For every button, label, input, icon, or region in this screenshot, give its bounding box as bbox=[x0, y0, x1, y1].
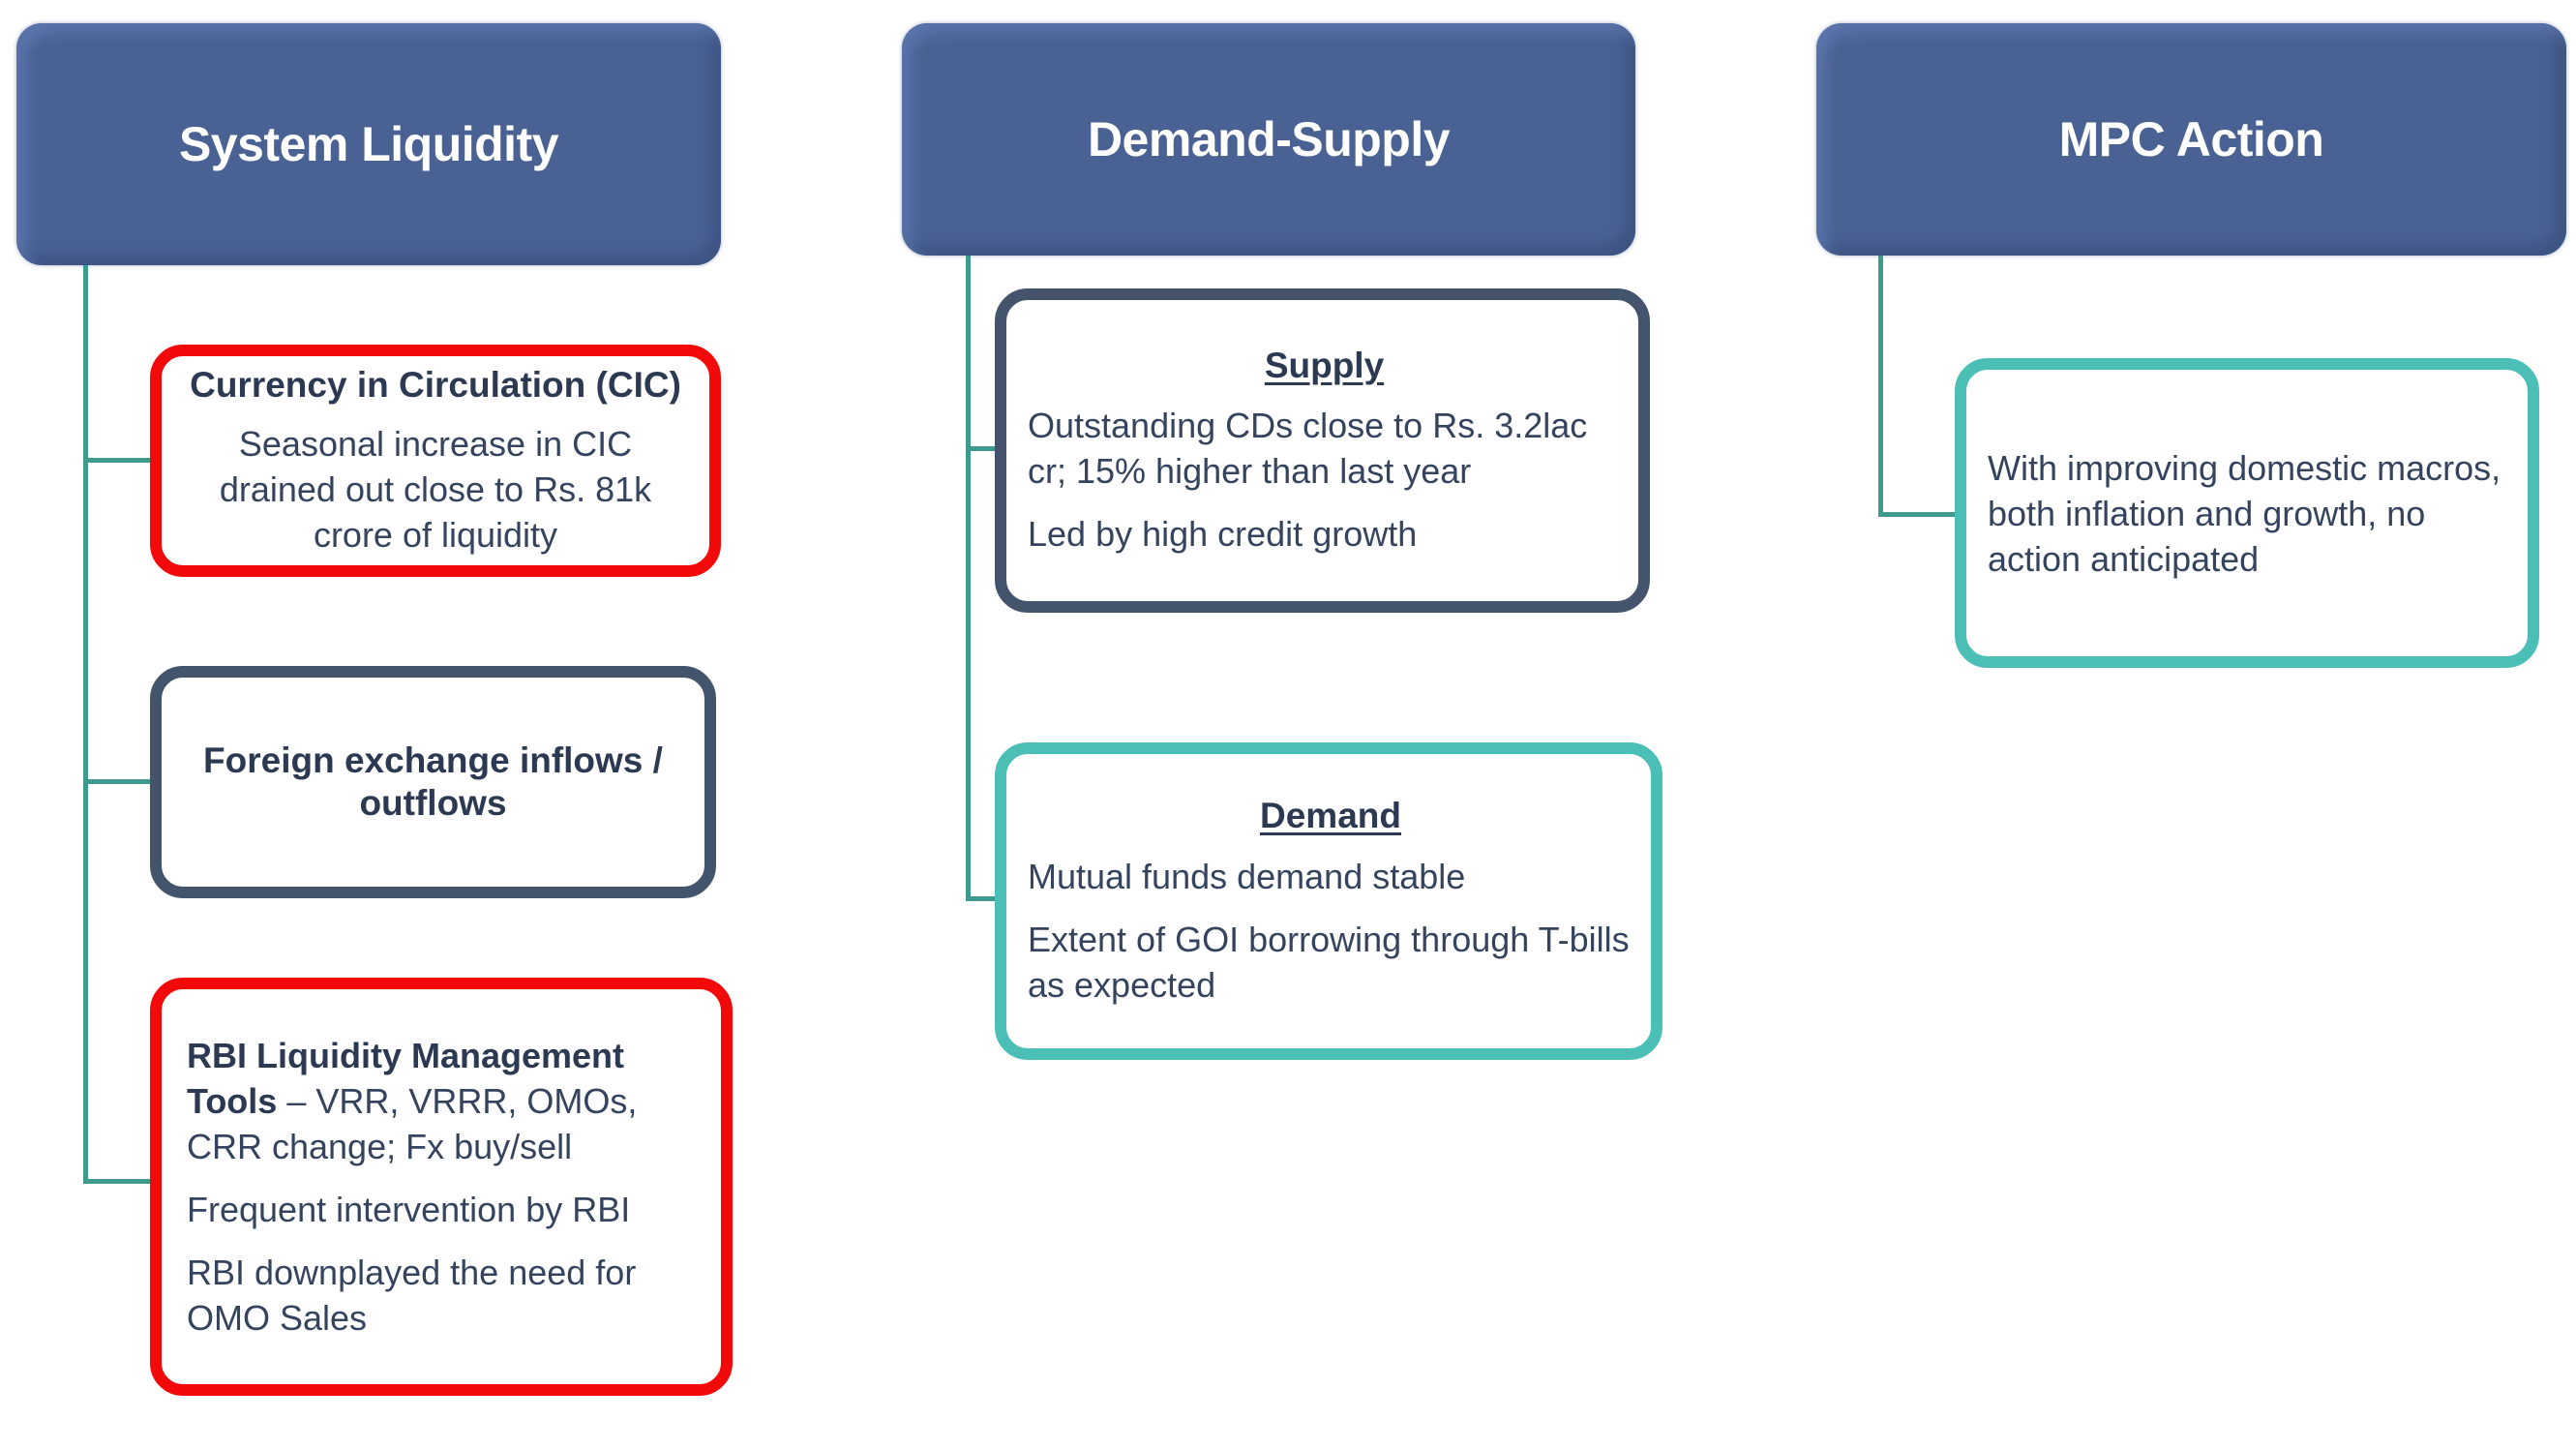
box-title: Demand bbox=[1260, 796, 1401, 836]
lead-rest-text: – VRR, VRRR, OMOs, CRR change; Fx buy/se… bbox=[187, 1081, 638, 1166]
box-paragraph: Extent of GOI borrowing through T-bills … bbox=[1028, 919, 1630, 1005]
connector-branch-fx bbox=[83, 779, 153, 784]
connector-branch-mpc bbox=[1878, 512, 1958, 517]
connector-branch-demand bbox=[966, 896, 997, 901]
connector-branch-supply bbox=[966, 446, 997, 451]
box-currency-in-circulation: Currency in Circulation (CIC) Seasonal i… bbox=[150, 345, 721, 577]
box-paragraph: Mutual funds demand stable bbox=[1028, 856, 1466, 896]
box-paragraph: Led by high credit growth bbox=[1028, 514, 1418, 555]
box-mpc-outlook: With improving domestic macros, both inf… bbox=[1955, 358, 2539, 668]
header-title: System Liquidity bbox=[178, 117, 559, 171]
box-paragraph: With improving domestic macros, both inf… bbox=[1988, 447, 2501, 579]
box-paragraph: Seasonal increase in CIC drained out clo… bbox=[219, 423, 652, 555]
header-system-liquidity: System Liquidity bbox=[16, 23, 721, 265]
box-title: Supply bbox=[1264, 345, 1385, 385]
connector-vertical-mpc-action bbox=[1878, 256, 1883, 517]
box-paragraph-lead: RBI Liquidity Management Tools – VRR, VR… bbox=[187, 1033, 702, 1169]
box-demand: Demand Mutual funds demand stable Extent… bbox=[995, 742, 1662, 1060]
header-mpc-action: MPC Action bbox=[1816, 23, 2566, 256]
connector-branch-rbi-tools bbox=[83, 1179, 153, 1184]
connector-vertical-demand-supply bbox=[966, 256, 971, 901]
header-title: Demand-Supply bbox=[1087, 112, 1451, 166]
box-title: Currency in Circulation (CIC) bbox=[190, 365, 681, 406]
connector-vertical-system-liquidity bbox=[83, 265, 88, 1184]
header-title: MPC Action bbox=[2058, 112, 2324, 166]
connector-branch-cic bbox=[83, 458, 153, 463]
box-paragraph: Frequent intervention by RBI bbox=[187, 1190, 631, 1229]
box-paragraph: RBI downplayed the need for OMO Sales bbox=[187, 1253, 637, 1338]
box-paragraph: Outstanding CDs close to Rs. 3.2lac cr; … bbox=[1028, 406, 1588, 492]
box-supply: Supply Outstanding CDs close to Rs. 3.2l… bbox=[995, 288, 1650, 613]
box-rbi-liquidity-tools: RBI Liquidity Management Tools – VRR, VR… bbox=[150, 978, 733, 1396]
lead-bold-text: RBI Liquidity Management Tools bbox=[187, 1036, 625, 1121]
box-title: Foreign exchange inflows / outflows bbox=[203, 740, 663, 823]
header-demand-supply: Demand-Supply bbox=[902, 23, 1635, 256]
box-foreign-exchange: Foreign exchange inflows / outflows bbox=[150, 666, 716, 898]
